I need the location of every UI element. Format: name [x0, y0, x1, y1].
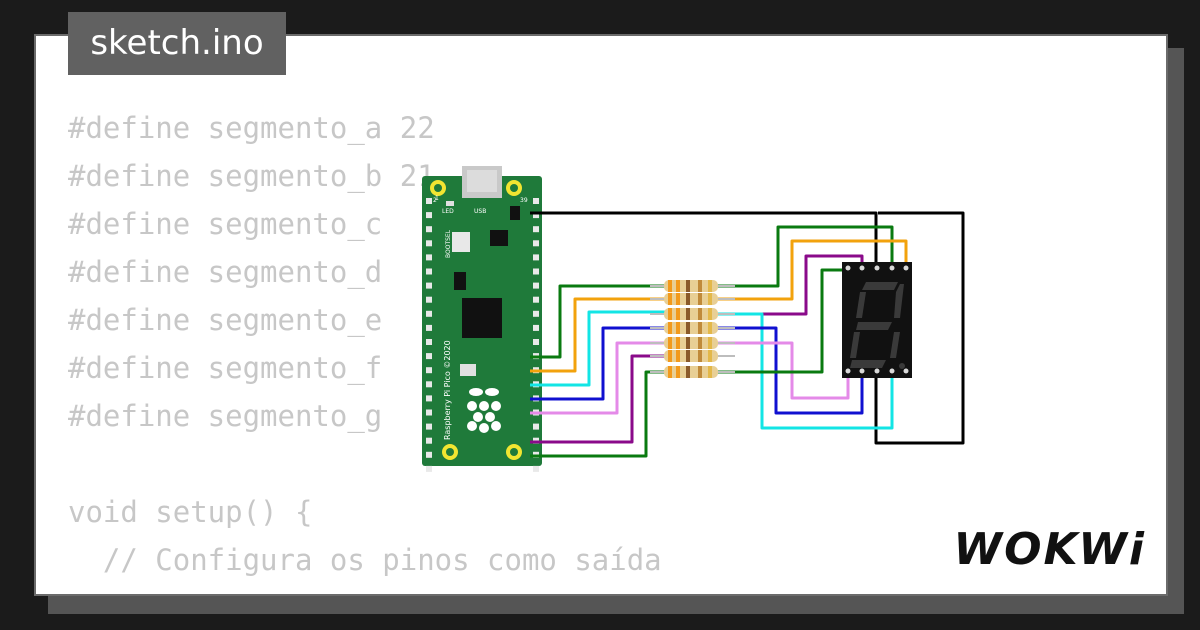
pico-board[interactable]: 1 2 39 LED USB BOOTSEL Raspberry Pi Pico…	[422, 166, 542, 472]
header-pin	[426, 381, 432, 388]
header-pin	[426, 353, 432, 360]
header-pin	[533, 226, 539, 233]
code-line: #define segmento_c	[68, 207, 383, 241]
wire-blue-out	[712, 326, 864, 415]
resistor	[650, 280, 735, 292]
resistor	[650, 308, 735, 320]
header-pin	[426, 198, 432, 204]
code-line: #define segmento_b 21	[68, 159, 435, 193]
seven-segment-display[interactable]	[842, 262, 912, 378]
wires	[530, 211, 965, 458]
header-pin	[426, 423, 432, 430]
header-pin	[426, 339, 432, 345]
resistor	[650, 293, 735, 305]
wire-black	[530, 211, 965, 445]
rp2040-chip	[462, 298, 502, 338]
header-pin	[426, 367, 432, 374]
code-line: void setup() {	[68, 495, 313, 529]
wire-orange-out	[712, 239, 908, 301]
raspberry-logo-icon	[467, 388, 501, 433]
resistor-bank[interactable]	[650, 280, 735, 378]
header-pin	[426, 409, 432, 416]
header-pin	[533, 465, 539, 472]
header-pin	[426, 268, 432, 275]
code-preview-card: #define segmento_a 22 #define segmento_b …	[34, 34, 1168, 596]
code-line: #define segmento_e	[68, 303, 383, 337]
header-pin	[533, 254, 539, 261]
wire-pink	[530, 341, 668, 415]
wokwi-logo: WOKWi	[953, 524, 1146, 575]
wire-purple-out	[712, 254, 864, 316]
header-pin	[533, 296, 539, 303]
header-pin	[533, 240, 539, 247]
led-label: LED	[442, 208, 454, 215]
bootsel-label: BOOTSEL	[445, 229, 452, 258]
header-pin	[533, 339, 539, 345]
wire-green	[530, 284, 668, 359]
header-pin	[426, 465, 432, 472]
pin-2-label: 2	[433, 197, 437, 204]
code-line: #define segmento_g	[68, 399, 383, 433]
pin-1-label: 1	[435, 195, 439, 202]
resistor	[650, 322, 735, 334]
header-pin	[426, 282, 432, 289]
header-pin	[533, 423, 539, 430]
header-pin	[533, 198, 539, 204]
resistor	[650, 337, 735, 349]
bootsel-button[interactable]	[452, 232, 470, 252]
display-segments	[850, 282, 905, 369]
header-pin	[426, 226, 432, 233]
header-pin	[533, 310, 539, 317]
code-line: pinMode(segmento_a, OUTPUT);	[68, 584, 662, 594]
header-pin	[426, 437, 432, 444]
code-line: #define segmento_a 22	[68, 111, 435, 145]
wire-cyan	[530, 310, 668, 387]
header-pin	[426, 451, 432, 458]
code-line: #define segmento_d	[68, 255, 383, 289]
wire-blue	[530, 326, 668, 401]
resistor	[650, 366, 735, 378]
file-tab[interactable]: sketch.ino	[68, 12, 286, 75]
header-pin	[426, 324, 432, 331]
wire-pink-out	[712, 341, 850, 400]
code-line: #define segmento_f	[68, 351, 383, 385]
display-pins	[845, 265, 909, 374]
header-pin	[426, 296, 432, 303]
usb-label: USB	[474, 208, 486, 215]
header-pin	[426, 395, 432, 402]
header-pin	[426, 240, 432, 247]
header-pin	[426, 254, 432, 261]
resistor	[650, 350, 735, 362]
board-name-label: Raspberry Pi Pico ©2020	[443, 340, 452, 440]
led-indicator	[446, 201, 454, 206]
wire-orange	[530, 297, 668, 373]
wire-cyan-out	[712, 312, 894, 430]
header-pin	[533, 212, 539, 219]
header-pin	[426, 310, 432, 317]
header-pin	[533, 324, 539, 331]
pin-39-label: 39	[520, 197, 528, 204]
code-editor: #define segmento_a 22 #define segmento_b …	[68, 104, 662, 594]
header-pin	[426, 212, 432, 219]
code-line: // Configura os pinos como saída	[68, 543, 662, 577]
header-pin	[533, 282, 539, 289]
header-pin	[533, 268, 539, 275]
